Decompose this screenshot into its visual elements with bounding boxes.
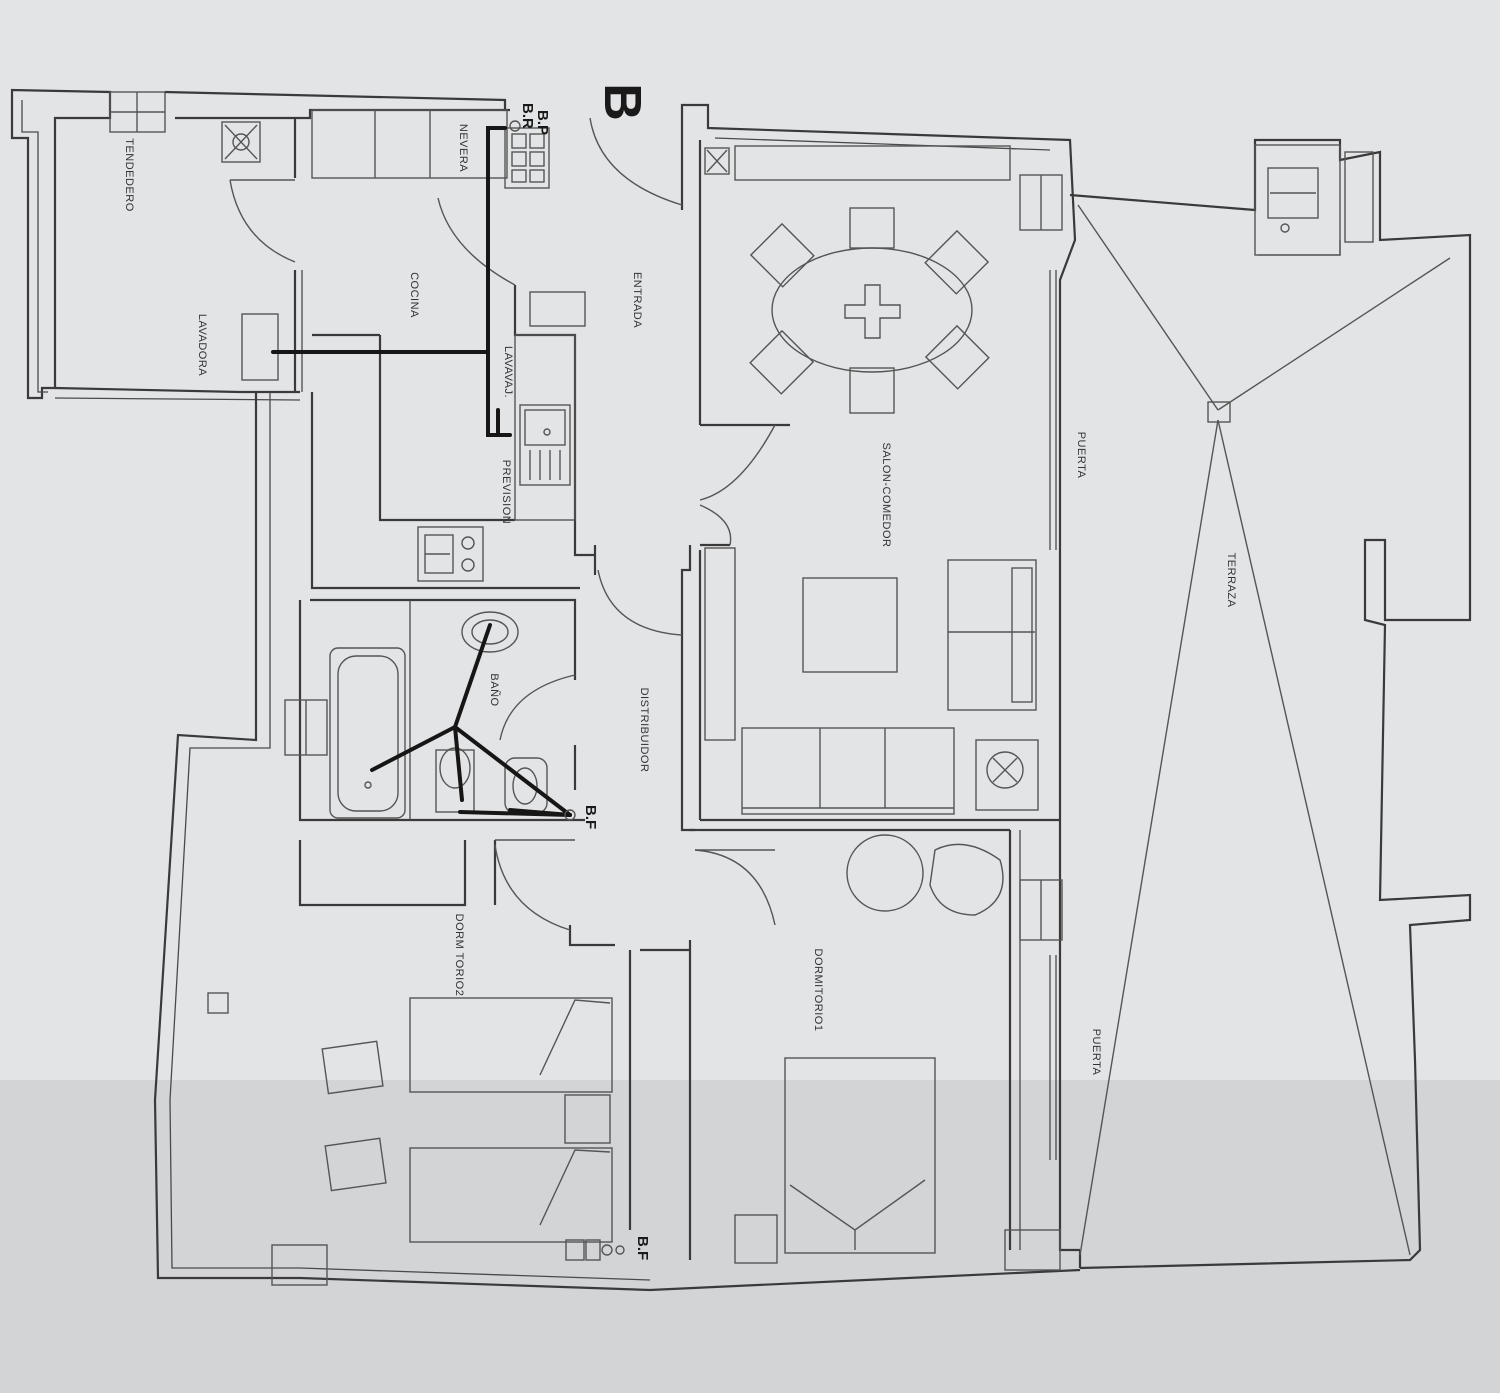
label-entrada: ENTRADA [631,272,643,328]
label-dormitorio1: DORMITORIO1 [812,949,824,1032]
terrace-slope-lines [1077,204,1451,1256]
furniture [207,109,1039,1261]
marker-br: B.R [519,103,536,129]
label-terraza: TERRAZA [1225,553,1237,608]
marker-bf-bedroom: B.F [634,1236,651,1260]
label-puerta-dormitorio: PUERTA [1090,1029,1102,1076]
label-prevision: PREVISION [500,460,512,524]
block-letter: B [593,83,651,121]
label-tendedero: TENDEDERO [123,138,135,212]
room-labels: B B.P B.R B.F B.F TENDEDERO NEVERA COCIN… [123,83,1237,1260]
label-distribuidor: DISTRIBUIDOR [638,688,650,773]
label-nevera: NEVERA [457,124,469,172]
label-cocina: COCINA [408,272,420,318]
paper-shadow [0,1080,1500,1393]
plumbing-lines [271,126,576,821]
label-lavadora: LAVADORA [196,314,208,376]
label-salon-comedor: SALON-COMEDOR [880,443,892,548]
marker-bf-bath: B.F [582,805,599,829]
marker-bp: B.P [534,110,551,135]
label-bano: BAÑO [488,673,501,706]
label-puerta-salon: PUERTA [1075,432,1087,479]
label-lavavaj: LAVAVAJ. [502,346,514,398]
windows [271,174,1063,1286]
doors [229,117,776,931]
interior-walls [293,118,1060,1260]
label-dormitorio2: DORM TORIO2 [453,914,465,997]
